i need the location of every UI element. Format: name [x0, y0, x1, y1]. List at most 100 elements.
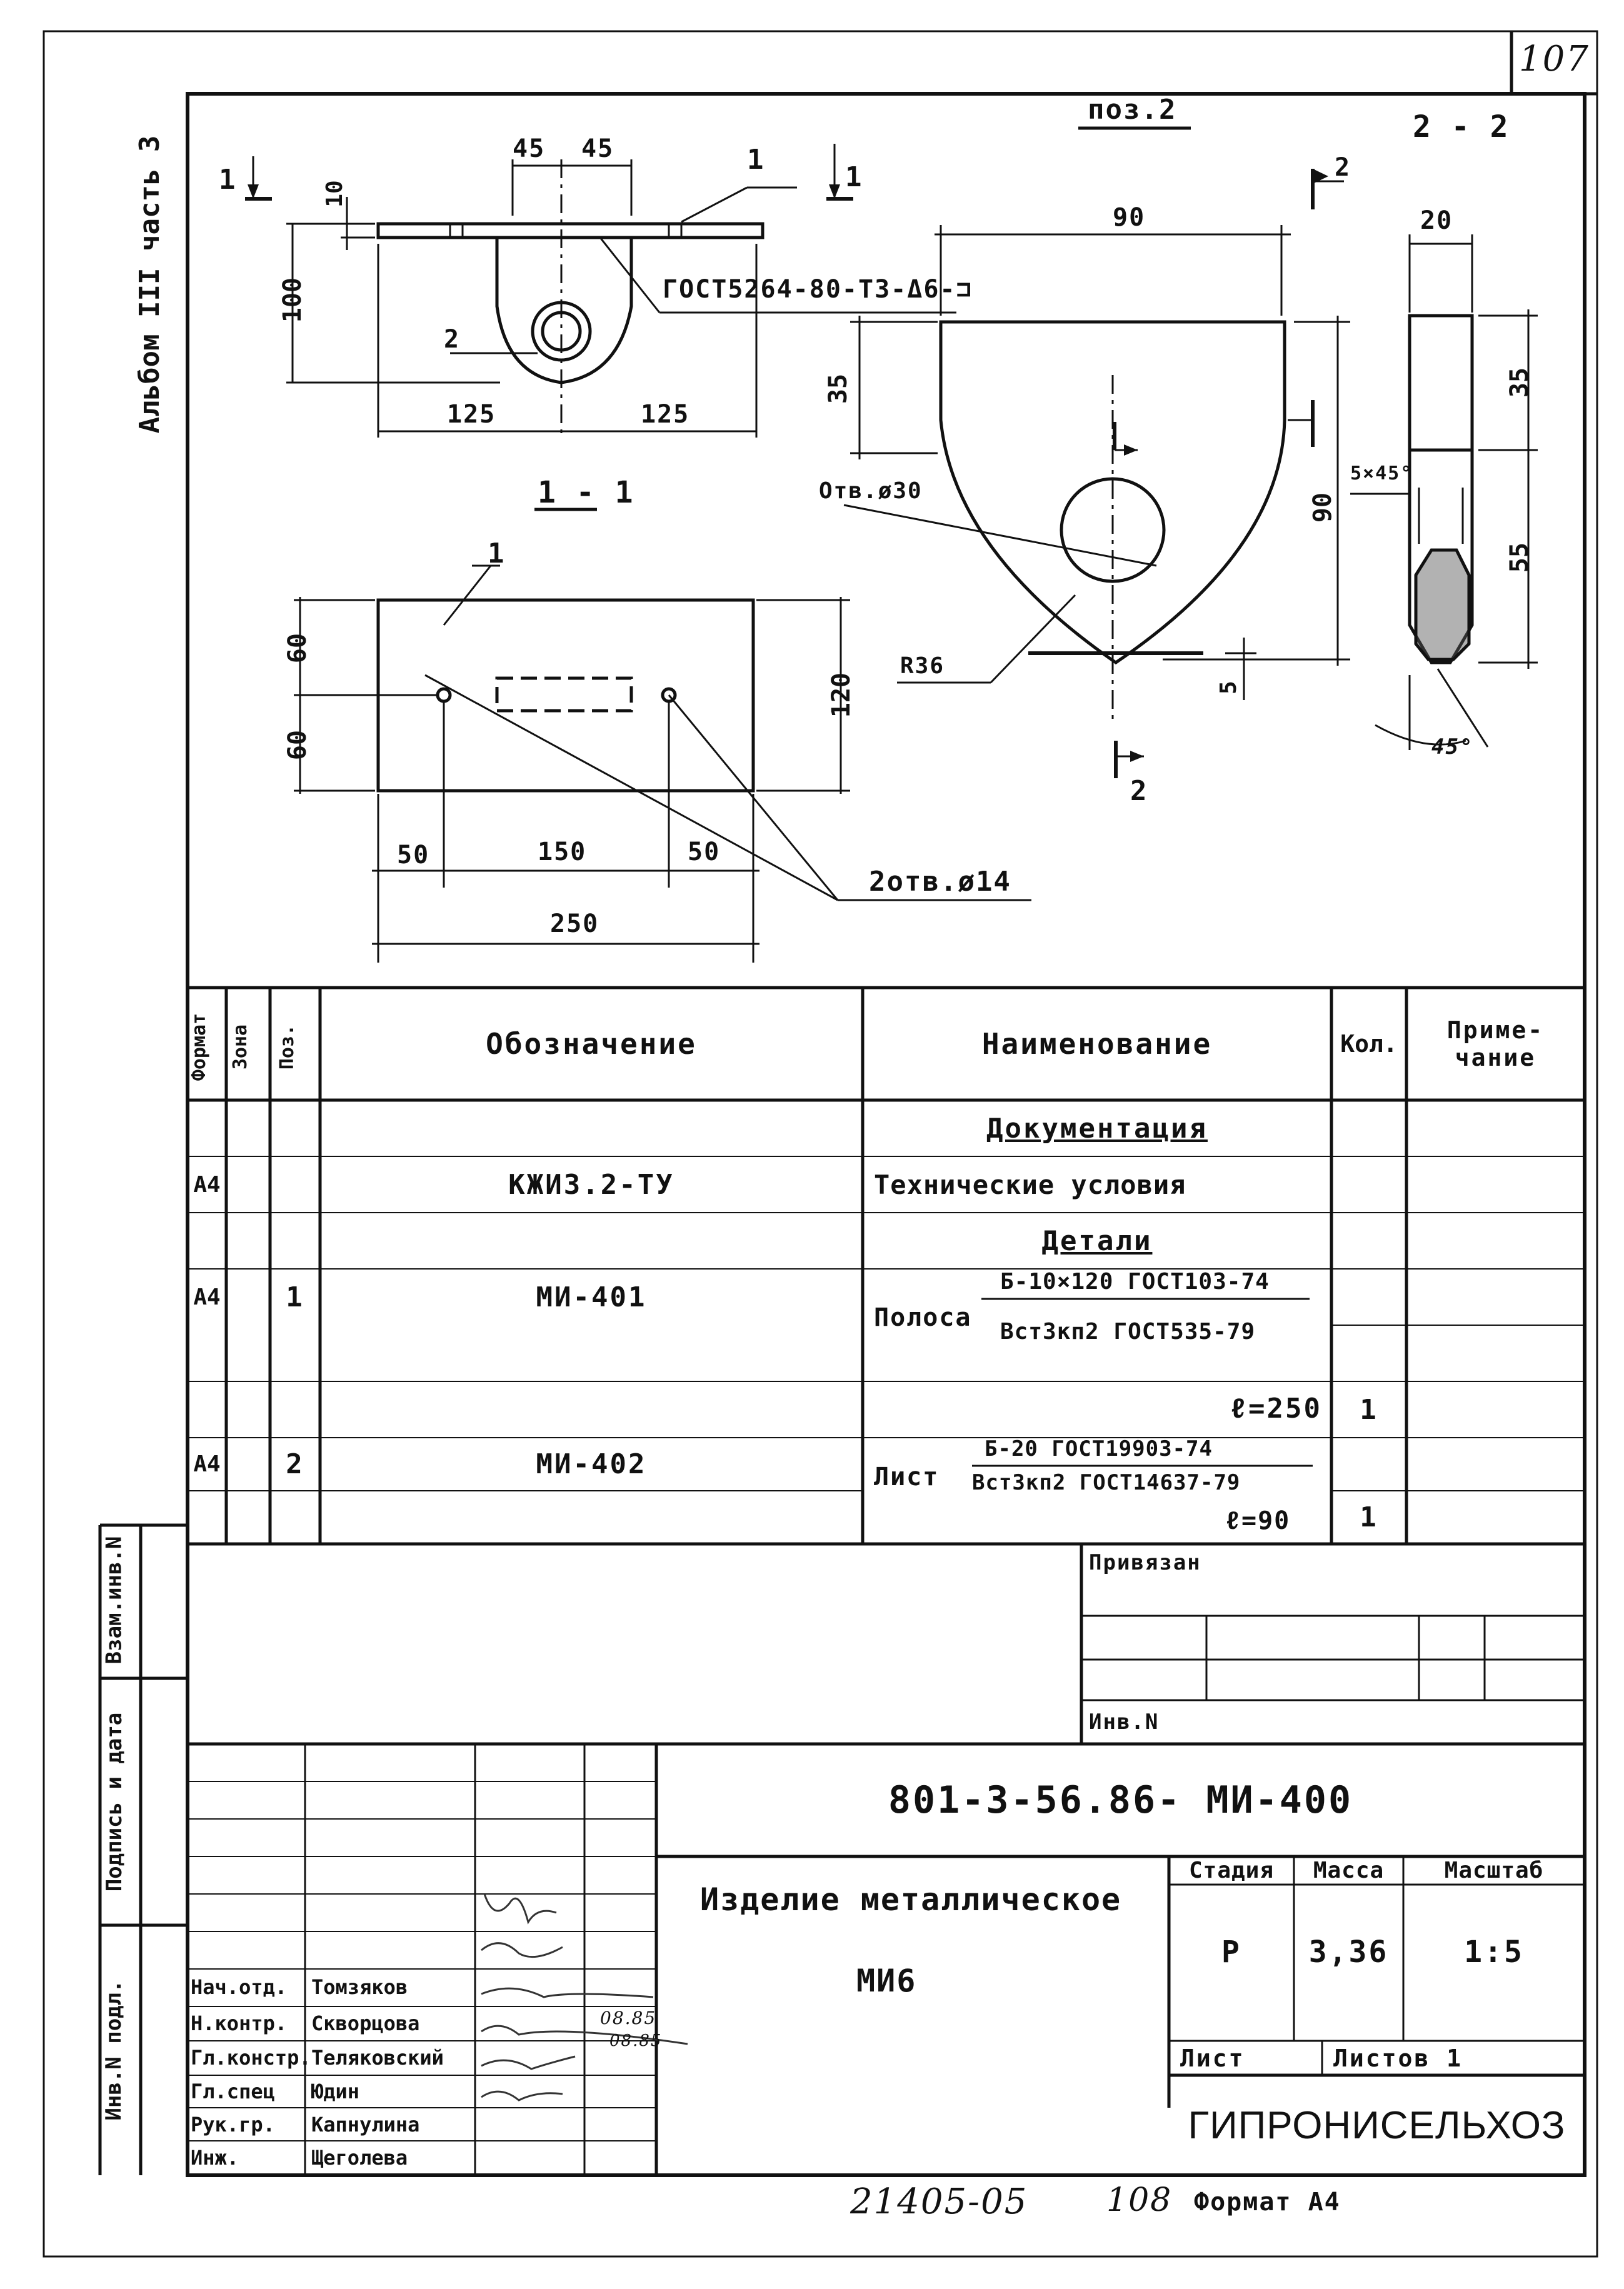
- dim-60-bottom: 60: [283, 729, 312, 761]
- spec-row-2-material-bottom: Вст3кп2 ГОСТ14637-79: [972, 1470, 1241, 1495]
- spec-header-zone: Зона: [229, 1024, 251, 1070]
- dim-100: 100: [278, 277, 307, 323]
- spec-header-format: Формат: [188, 1013, 210, 1081]
- plan-pos-1: 1: [488, 538, 506, 569]
- dim-90-height: 90: [1308, 492, 1337, 523]
- sheets-label: Листов 1: [1333, 2044, 1463, 2072]
- dim-50-right: 50: [688, 838, 721, 866]
- product-name: Изделие металлическое: [700, 1881, 1122, 1918]
- sig-date-3: 08.85: [609, 2031, 663, 2050]
- org-name: ГИПРОНИСЕЛЬХОЗ: [1188, 2103, 1566, 2147]
- spec-row-2-material-top: Б-20 ГОСТ19903-74: [985, 1436, 1213, 1461]
- dim-150: 150: [538, 838, 587, 866]
- dim-125-left: 125: [447, 400, 496, 429]
- sig-name-4: Юдин: [311, 2080, 360, 2103]
- sig-name-6: Щеголева: [311, 2146, 408, 2170]
- sig-name-3: Теляковский: [311, 2046, 444, 2070]
- spec-row-details-name: Детали: [1041, 1225, 1153, 1257]
- sig-name-5: Капнулина: [311, 2113, 420, 2136]
- weld-note: ГОСТ5264-80-Т3-Δ6-⊐: [663, 275, 973, 304]
- section-2-2-label: 2 - 2: [1413, 109, 1510, 144]
- scale-value: 1:5: [1464, 1935, 1524, 1970]
- spec-row-1-length: ℓ=250: [1230, 1393, 1322, 1425]
- dim-55: 55: [1505, 542, 1534, 573]
- stamp-vzam-inv: Взам.инв.N: [101, 1536, 127, 1665]
- album-side-label: Альбом III часть 3: [134, 135, 166, 434]
- cut-mark-1-right: 1: [845, 161, 863, 193]
- stage-label: Стадия: [1188, 1858, 1275, 1883]
- dim-60-top: 60: [283, 633, 312, 664]
- spec-row-2-length: ℓ=90: [1225, 1506, 1291, 1535]
- spec-row-1-format: А4: [193, 1284, 221, 1310]
- dim-45-right: 45: [581, 134, 614, 163]
- footer-format: Формат А4: [1194, 2188, 1341, 2216]
- spec-row-tu-designation: КЖИ3.2-ТУ: [508, 1168, 674, 1201]
- dim-35-side: 35: [1505, 367, 1534, 398]
- spec-row-1-material-bottom: Вст3кп2 ГОСТ535-79: [1000, 1319, 1256, 1345]
- sig-role-6: Инж.: [191, 2146, 239, 2170]
- stamp-podpis-data: Подпись и дата: [102, 1712, 127, 1892]
- angle-45: 45°: [1431, 734, 1474, 759]
- spec-row-2-name: Лист: [874, 1463, 940, 1491]
- mass-label: Масса: [1313, 1858, 1385, 1883]
- binding-label: Привязан: [1089, 1550, 1201, 1575]
- cut-mark-2-top: 2: [1335, 153, 1351, 182]
- product-code: МИ6: [856, 1963, 917, 1999]
- pos-2-callout: 2: [444, 325, 461, 354]
- dim-125-right: 125: [641, 400, 690, 429]
- scale-label: Масштаб: [1444, 1858, 1544, 1883]
- page-number: 107: [1519, 39, 1590, 79]
- pos2-title: поз.2: [1088, 94, 1177, 126]
- sig-role-2: Н.контр.: [191, 2011, 288, 2035]
- dim-45-left: 45: [513, 134, 546, 163]
- footer-page: 108: [1106, 2181, 1173, 2219]
- dim-35-detail: 35: [824, 373, 853, 404]
- spec-header-name: Наименование: [981, 1027, 1213, 1061]
- sig-date-2: 08.85: [600, 2008, 657, 2028]
- mass-value: 3,36: [1308, 1935, 1389, 1970]
- spec-row-2-qty: 1: [1360, 1501, 1378, 1533]
- dim-5: 5: [1216, 681, 1241, 694]
- chamfer-note: 5×45°: [1350, 463, 1413, 484]
- spec-header-qty: Кол.: [1340, 1030, 1398, 1058]
- spec-row-1-designation: МИ-401: [536, 1281, 647, 1313]
- spec-row-tu-name: Технические условия: [874, 1169, 1186, 1200]
- spec-header-designation: Обозначение: [486, 1027, 697, 1061]
- pos-1-callout: 1: [747, 144, 765, 176]
- sheet-label: Лист: [1180, 2044, 1245, 2072]
- holes-note: 2отв.ø14: [869, 866, 1011, 898]
- spec-header-pos: Поз.: [276, 1024, 298, 1070]
- spec-row-2-designation: МИ-402: [536, 1448, 647, 1480]
- sig-role-5: Рук.гр.: [191, 2113, 275, 2136]
- binding-inv-label: Инв.N: [1089, 1710, 1160, 1735]
- dim-120: 120: [827, 672, 856, 718]
- doc-code: 801-3-56.86- МИ-400: [888, 1778, 1353, 1822]
- dim-250: 250: [550, 909, 599, 938]
- dim-10: 10: [322, 180, 348, 208]
- footer-archive: 21405-05: [850, 2181, 1028, 2222]
- sig-role-3: Гл.констр.: [191, 2046, 311, 2070]
- radius-note: R36: [900, 653, 945, 679]
- spec-row-2-format: А4: [193, 1451, 221, 1477]
- cut-mark-1-left: 1: [219, 164, 237, 196]
- spec-row-2-pos: 2: [286, 1448, 304, 1480]
- stamp-inv-podl: Инв.N подл.: [101, 1980, 126, 2121]
- spec-header-note: Приме- чание: [1446, 1016, 1545, 1071]
- cut-mark-2-bottom: 2: [1130, 775, 1148, 807]
- sig-name-1: Томзяков: [311, 1975, 408, 1999]
- stage-value: Р: [1221, 1935, 1241, 1970]
- spec-row-doc-name: Документация: [986, 1112, 1208, 1144]
- hole-note: Отв.ø30: [819, 478, 923, 504]
- spec-row-tu-format: А4: [193, 1171, 221, 1198]
- sig-role-4: Гл.спец: [191, 2080, 275, 2103]
- spec-row-1-pos: 1: [286, 1281, 304, 1313]
- dim-20: 20: [1420, 206, 1453, 235]
- spec-row-1-name: Полоса: [874, 1303, 972, 1332]
- sig-name-2: Скворцова: [311, 2011, 420, 2035]
- section-1-1-label: 1 - 1: [538, 475, 634, 510]
- dim-90-width: 90: [1113, 203, 1146, 232]
- dim-50-left: 50: [397, 841, 430, 869]
- spec-row-1-material-top: Б-10×120 ГОСТ103-74: [1000, 1269, 1270, 1295]
- spec-row-1-qty: 1: [1360, 1393, 1378, 1426]
